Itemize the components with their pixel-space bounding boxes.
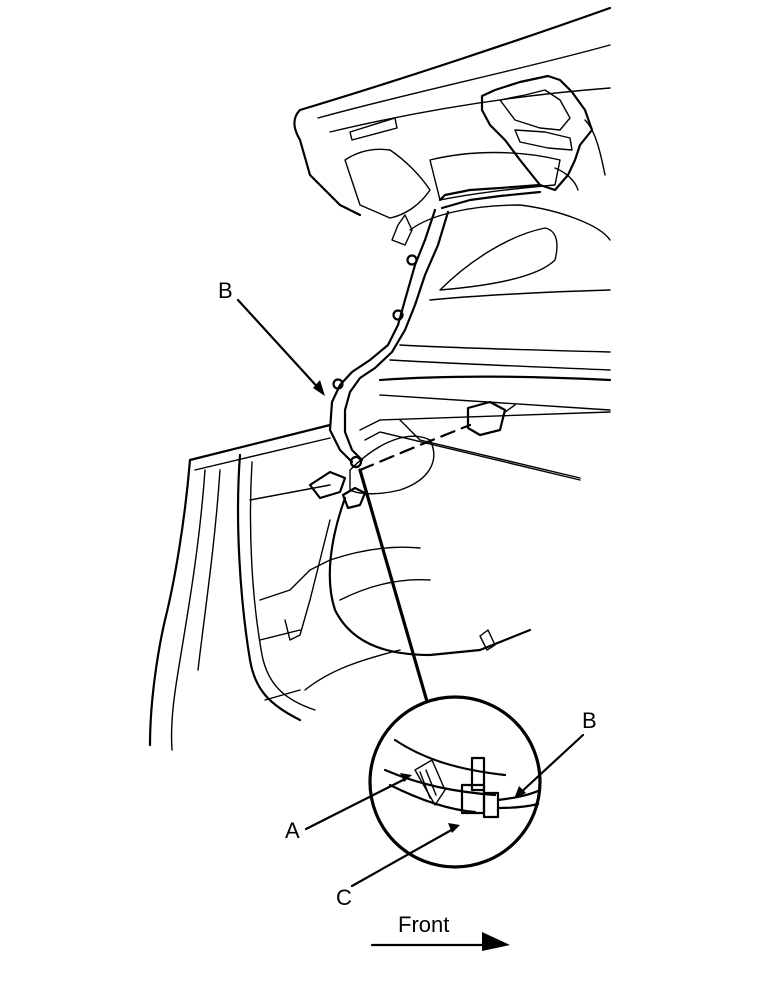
lid-latch-assembly [480,74,606,192]
trunk-lid [293,6,612,411]
vehicle-body [148,411,611,751]
harness-clip-1 [406,254,418,266]
harness-upper [328,183,542,469]
front-label: Front [398,912,449,937]
label-b-main-text: B [218,278,233,303]
label-c: C [336,823,460,910]
detail-view [368,695,542,869]
front-arrow-icon [482,932,510,951]
detail-callout-line [358,468,430,707]
label-b-detail: B [514,708,597,799]
label-a: A [285,773,412,843]
label-b-main: B [218,278,325,396]
label-c-text: C [336,885,352,910]
harness-lower [308,400,532,657]
label-a-text: A [285,818,300,843]
clip-stem [470,756,486,792]
harness-clip-3 [332,378,344,390]
harness-clip-4 [349,455,363,469]
clip-tab [482,791,500,819]
front-indicator: Front [370,912,510,951]
harness-clip-2 [392,309,404,321]
label-b-detail-text: B [582,708,597,733]
